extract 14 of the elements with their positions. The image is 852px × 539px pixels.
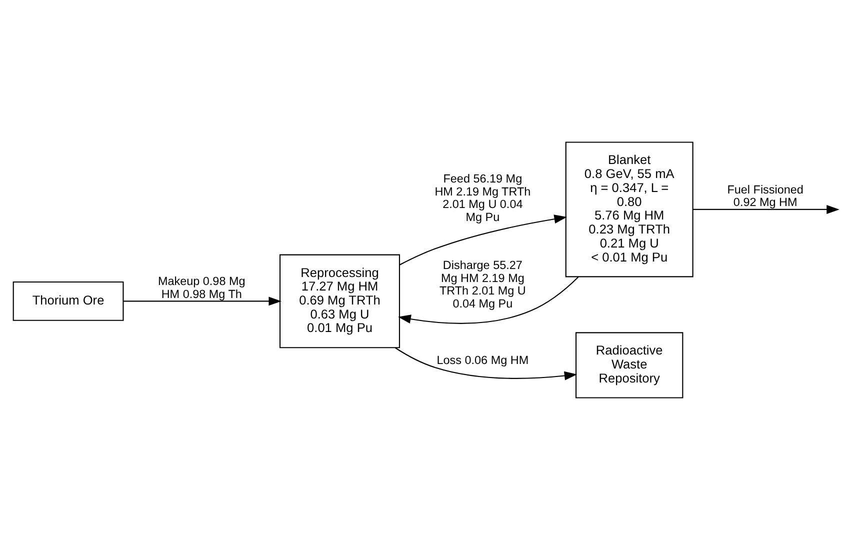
- edge-label: Fuel Fissioned 0.92 Mg HM: [727, 182, 804, 209]
- node-box: Reprocessing 17.27 Mg HM 0.69 Mg TRTh 0.63 Mg U 0.01 Mg Pu: [279, 254, 400, 348]
- edge-label: Feed 56.19 Mg HM 2.19 Mg TRTh 2.01 Mg U 0.04 Mg Pu: [434, 172, 531, 224]
- arrow: [395, 346, 578, 380]
- node-box: Thorium Ore: [12, 280, 124, 320]
- arrow: [398, 276, 579, 324]
- node-box: Blanket 0.8 GeV, 55 mA η = 0.347, L = 0.80 5.76 Mg HM 0.23 Mg TRTh 0.21 Mg U < 0.01 Mg Pu: [565, 141, 694, 277]
- node-box: Radioactive Waste Repository: [575, 332, 684, 398]
- arrow: [692, 204, 840, 214]
- edge-label: Loss 0.06 Mg HM: [436, 353, 529, 366]
- arrow: [124, 296, 282, 306]
- edge-label: Disharge 55.27 Mg HM 2.19 Mg TRTh 2.01 Mg U 0.04 Mg Pu: [439, 258, 526, 310]
- edge-label: Makeup 0.98 Mg HM 0.98 Mg Th: [158, 274, 246, 300]
- arrow: [399, 214, 568, 265]
